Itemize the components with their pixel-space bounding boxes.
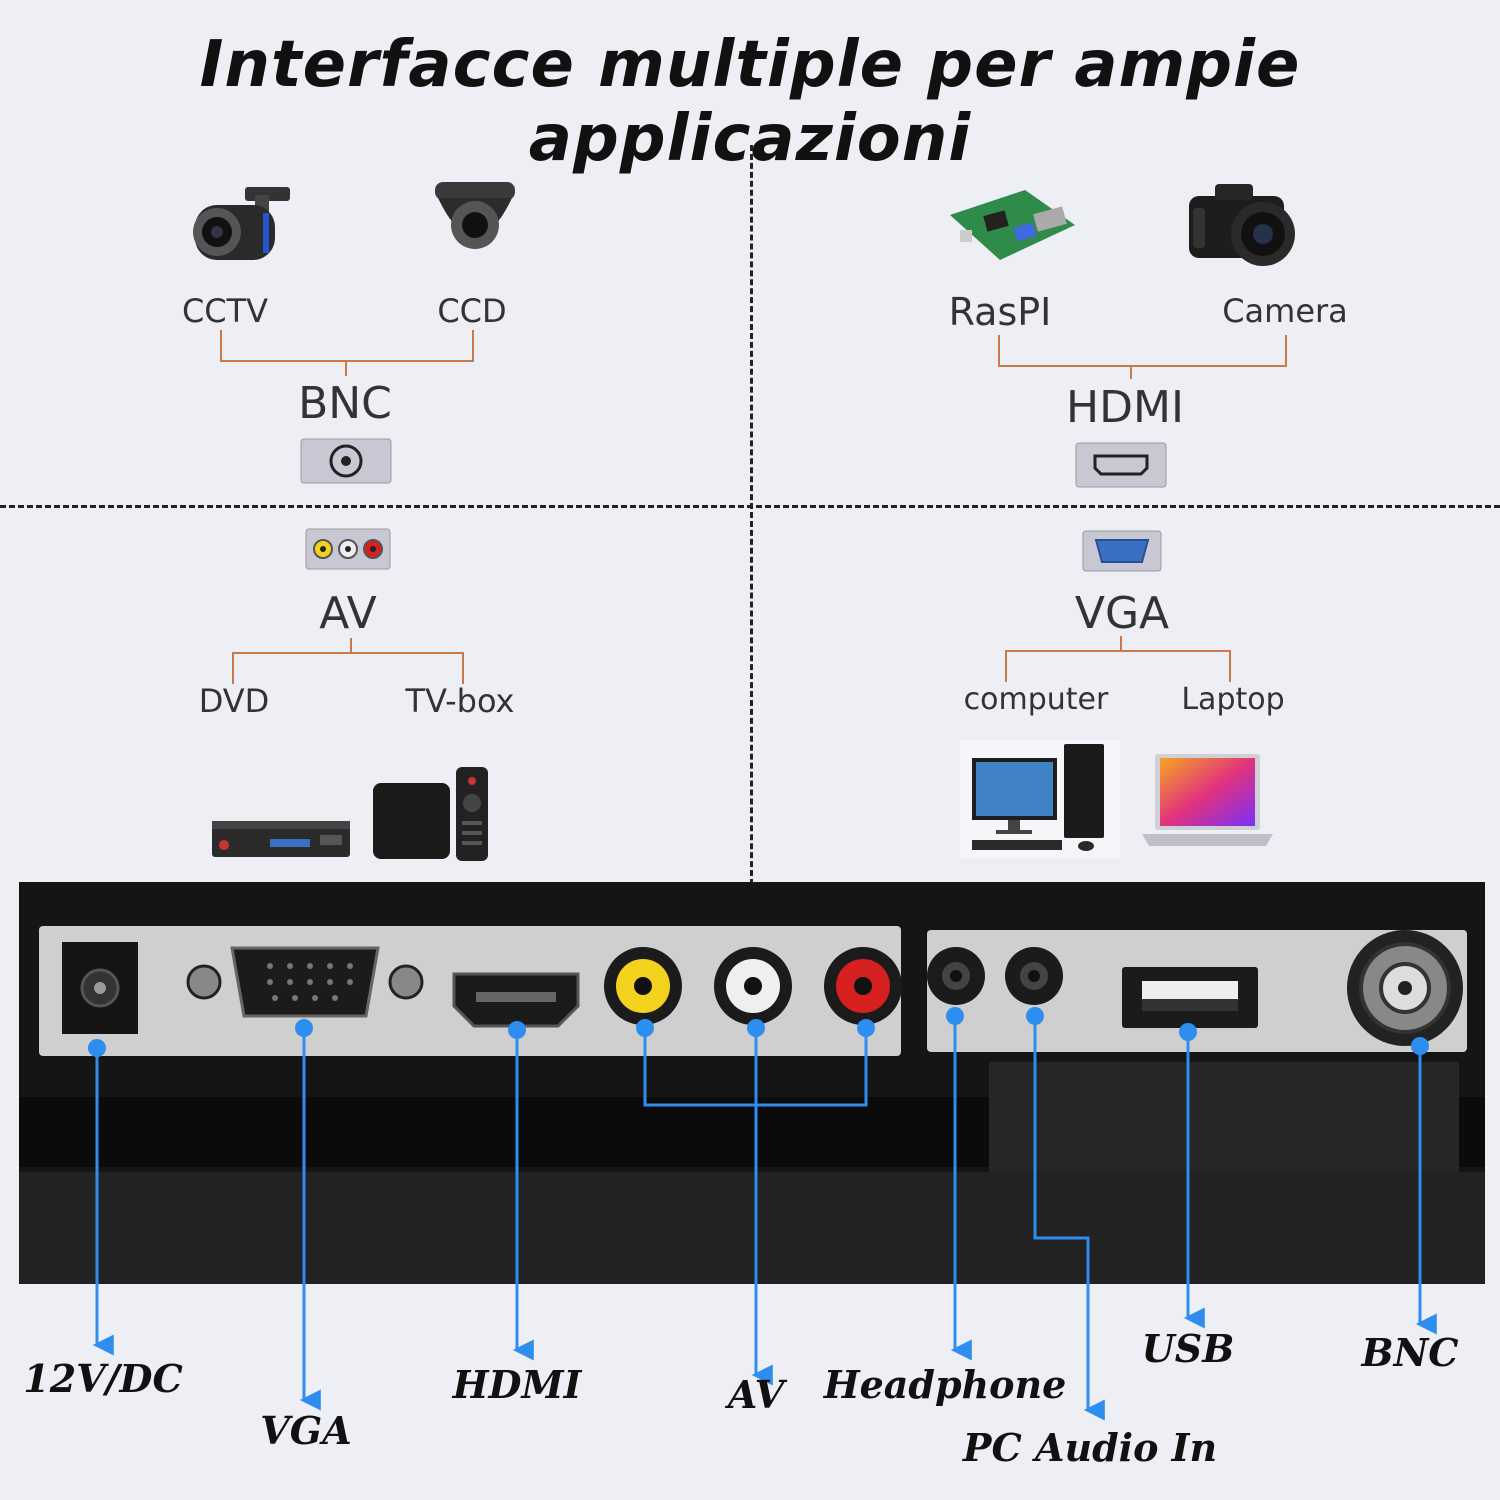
horizontal-divider xyxy=(0,505,1500,508)
av-bracket xyxy=(232,652,464,684)
device-label-camera: Camera xyxy=(1222,292,1348,330)
panel-label-vga: VGA xyxy=(260,1408,352,1453)
panel-label-headphone: Headphone xyxy=(823,1362,1067,1407)
usb-port-icon xyxy=(1122,967,1258,1028)
dvd-player-icon xyxy=(212,821,350,857)
hdmi-bracket xyxy=(998,335,1287,367)
port-label-bnc: BNC xyxy=(298,378,392,429)
vga-port-icon xyxy=(1082,530,1162,572)
port-label-hdmi: HDMI xyxy=(1066,382,1184,433)
vga-connector-icon xyxy=(186,946,424,1018)
av-port-icon xyxy=(305,528,391,570)
panel-label-usb: USB xyxy=(1141,1326,1235,1371)
headphone-jack-icon xyxy=(927,947,985,1005)
vga-bracket-stem xyxy=(1120,636,1122,650)
dc-power-jack-icon xyxy=(62,942,138,1034)
device-label-dvd: DVD xyxy=(198,682,270,720)
bnc-bracket-stem xyxy=(345,360,347,376)
device-label-laptop: Laptop xyxy=(1181,682,1285,717)
vga-bracket xyxy=(1005,650,1231,682)
device-label-cctv: CCTV xyxy=(181,292,269,330)
cctv-bullet-camera-icon xyxy=(193,187,290,260)
av-red-jack-icon xyxy=(824,947,902,1025)
hdmi-bracket-stem xyxy=(1130,365,1132,379)
vertical-divider xyxy=(750,145,753,885)
desktop-computer-icon xyxy=(960,740,1120,858)
device-label-raspi: RasPI xyxy=(948,290,1052,334)
panel-label-pc-audio-in: PC Audio In xyxy=(962,1425,1218,1470)
panel-label-12v-dc: 12V/DC xyxy=(23,1356,183,1401)
device-label-tv-box: TV-box xyxy=(405,682,515,720)
tv-box-icon xyxy=(373,767,488,861)
panel-label-av: AV xyxy=(727,1372,785,1417)
device-label-computer: computer xyxy=(963,682,1109,717)
panel-label-hdmi: HDMI xyxy=(452,1362,582,1407)
av-bracket-stem xyxy=(350,638,352,652)
av-yellow-jack-icon xyxy=(604,947,682,1025)
bnc-connector-icon xyxy=(1347,930,1463,1046)
ccd-dome-camera-icon xyxy=(435,182,515,249)
hdmi-connector-icon xyxy=(452,972,580,1028)
port-label-av: AV xyxy=(319,588,377,639)
camera-icon xyxy=(1189,184,1295,266)
av-white-jack-icon xyxy=(714,947,792,1025)
bnc-bracket xyxy=(220,330,474,362)
laptop-icon xyxy=(1142,754,1273,846)
port-label-vga: VGA xyxy=(1074,588,1170,639)
pc-audio-jack-icon xyxy=(1005,947,1063,1005)
raspberry-pi-icon xyxy=(950,190,1075,260)
page-title: Interfacce multiple per ampie applicazio… xyxy=(199,28,1301,176)
panel-label-bnc: BNC xyxy=(1361,1330,1459,1375)
device-label-ccd: CCD xyxy=(437,292,507,330)
bnc-port-icon xyxy=(300,438,392,484)
hdmi-port-icon xyxy=(1075,442,1167,488)
